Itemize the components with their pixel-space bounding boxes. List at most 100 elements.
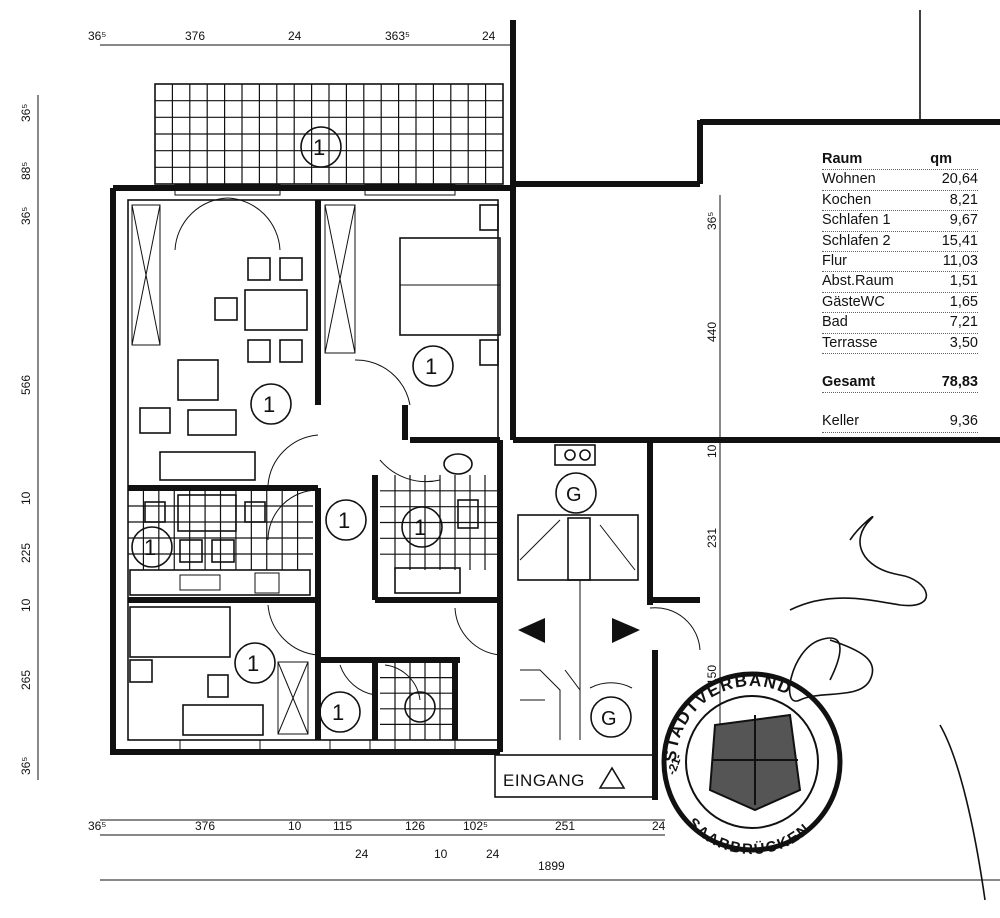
svg-text:440: 440 (705, 322, 719, 342)
svg-text:376: 376 (185, 29, 205, 43)
svg-text:36⁵: 36⁵ (705, 212, 719, 230)
area-table-row: Bad 7,21 (822, 313, 978, 334)
svg-text:-21-: -21- (664, 752, 684, 777)
room-marker-wohnen: 1 (250, 383, 292, 425)
area-table-row: Flur 11,03 (822, 252, 978, 273)
svg-text:1: 1 (425, 354, 437, 379)
room-area: 11,03 (942, 253, 978, 270)
svg-text:88⁵: 88⁵ (19, 162, 33, 180)
room-marker-terrace: 1 (300, 126, 342, 168)
svg-text:10: 10 (705, 444, 719, 458)
terrace-tiles (154, 83, 504, 185)
svg-text:1: 1 (313, 135, 325, 160)
svg-text:566: 566 (19, 375, 33, 395)
area-table-row: Kochen 8,21 (822, 191, 978, 212)
room-name: GästeWC (822, 293, 885, 310)
svg-text:36⁵: 36⁵ (88, 29, 106, 43)
room-area: 9,67 (949, 212, 978, 229)
svg-text:SAARBRÜCKEN: SAARBRÜCKEN (684, 815, 814, 858)
dims-top: 36⁵ 376 24 363⁵ 24 (88, 29, 496, 43)
room-marker-schlafen: 1 (412, 345, 454, 387)
svg-text:102⁵: 102⁵ (463, 819, 488, 833)
svg-text:265: 265 (19, 670, 33, 690)
svg-text:1899: 1899 (538, 859, 565, 873)
room-marker-bad: 1 (401, 506, 443, 548)
signature (788, 515, 928, 702)
dims-right: 36⁵ 440 10 231 150 (705, 212, 719, 685)
svg-text:1: 1 (332, 700, 344, 725)
arrow-left-icon (518, 618, 545, 643)
svg-text:115: 115 (333, 819, 352, 833)
svg-text:1: 1 (247, 651, 259, 676)
room-area: 20,64 (941, 171, 978, 188)
svg-text:10: 10 (19, 491, 33, 505)
room-markers: 1 1 1 1 1 1 1 1 G G (131, 126, 632, 738)
windows (131, 184, 456, 751)
official-stamp: STADTVERBAND SAARBRÜCKEN -21- (661, 671, 843, 858)
svg-text:231: 231 (705, 528, 719, 548)
svg-text:G: G (566, 484, 582, 506)
stairs (517, 514, 640, 740)
area-table-total: Gesamt 78,83 (822, 373, 978, 394)
dims-left: 36⁵ 88⁵ 36⁵ 566 10 225 10 265 36⁵ (19, 104, 33, 775)
svg-text:36⁵: 36⁵ (19, 104, 33, 122)
svg-text:24: 24 (652, 819, 666, 833)
svg-text:36⁵: 36⁵ (88, 819, 106, 833)
area-table-row: Abst.Raum 1,51 (822, 272, 978, 293)
area-table-row: Schlafen 1 9,67 (822, 211, 978, 232)
common-marker-lower: G (590, 696, 632, 738)
svg-text:24: 24 (355, 847, 369, 861)
room-area: 1,65 (949, 293, 978, 310)
inner-walls (127, 199, 500, 741)
svg-text:24: 24 (486, 847, 500, 861)
svg-text:363⁵: 363⁵ (385, 29, 410, 43)
tiled-areas (128, 475, 500, 740)
room-area: 8,21 (949, 191, 978, 208)
outer-walls (110, 10, 1000, 800)
room-name: Abst.Raum (822, 273, 894, 290)
room-area: 7,21 (949, 314, 978, 331)
room-marker-abstellraum: 1 (319, 691, 361, 733)
door-swings (174, 197, 701, 701)
room-name: Bad (822, 314, 848, 331)
svg-text:1: 1 (414, 515, 426, 540)
room-name: Kochen (822, 191, 872, 208)
room-name: Schlafen 1 (822, 212, 891, 229)
room-name: Schlafen 2 (822, 232, 891, 249)
room-marker-flur: 1 (325, 499, 367, 541)
area-table-header: Raum qm (822, 150, 978, 171)
svg-text:225: 225 (19, 543, 33, 563)
svg-text:24: 24 (482, 29, 496, 43)
room-area: 3,50 (949, 334, 978, 351)
svg-text:251: 251 (555, 819, 575, 833)
svg-text:24: 24 (288, 29, 302, 43)
signature-stroke (939, 724, 986, 901)
svg-text:10: 10 (434, 847, 448, 861)
room-name: Terrasse (822, 334, 878, 351)
svg-text:1: 1 (144, 535, 156, 560)
entrance-triangle-icon (598, 766, 626, 789)
furniture (129, 204, 596, 736)
room-marker-schlafen-1: 1 (234, 642, 276, 684)
arrow-right-icon (612, 618, 640, 643)
svg-text:126: 126 (405, 819, 425, 833)
svg-text:36⁵: 36⁵ (19, 207, 33, 225)
entrance[interactable]: EINGANG (494, 754, 656, 798)
dims-bottom: 36⁵ 376 10 115 126 102⁵ 251 24 24 10 24 … (88, 819, 666, 873)
area-table-cellar: Keller 9,36 (822, 412, 978, 433)
entrance-label: EINGANG (503, 771, 585, 790)
room-marker-kochen: 1 (131, 526, 173, 568)
common-marker-upper: G (555, 472, 597, 514)
dimension-lines (37, 44, 1000, 881)
svg-text:10: 10 (19, 598, 33, 612)
room-area: 1,51 (949, 273, 978, 290)
svg-text:1: 1 (338, 508, 350, 533)
room-name: Flur (822, 253, 847, 270)
svg-text:G: G (601, 708, 617, 730)
area-table-row: GästeWC 1,65 (822, 293, 978, 314)
